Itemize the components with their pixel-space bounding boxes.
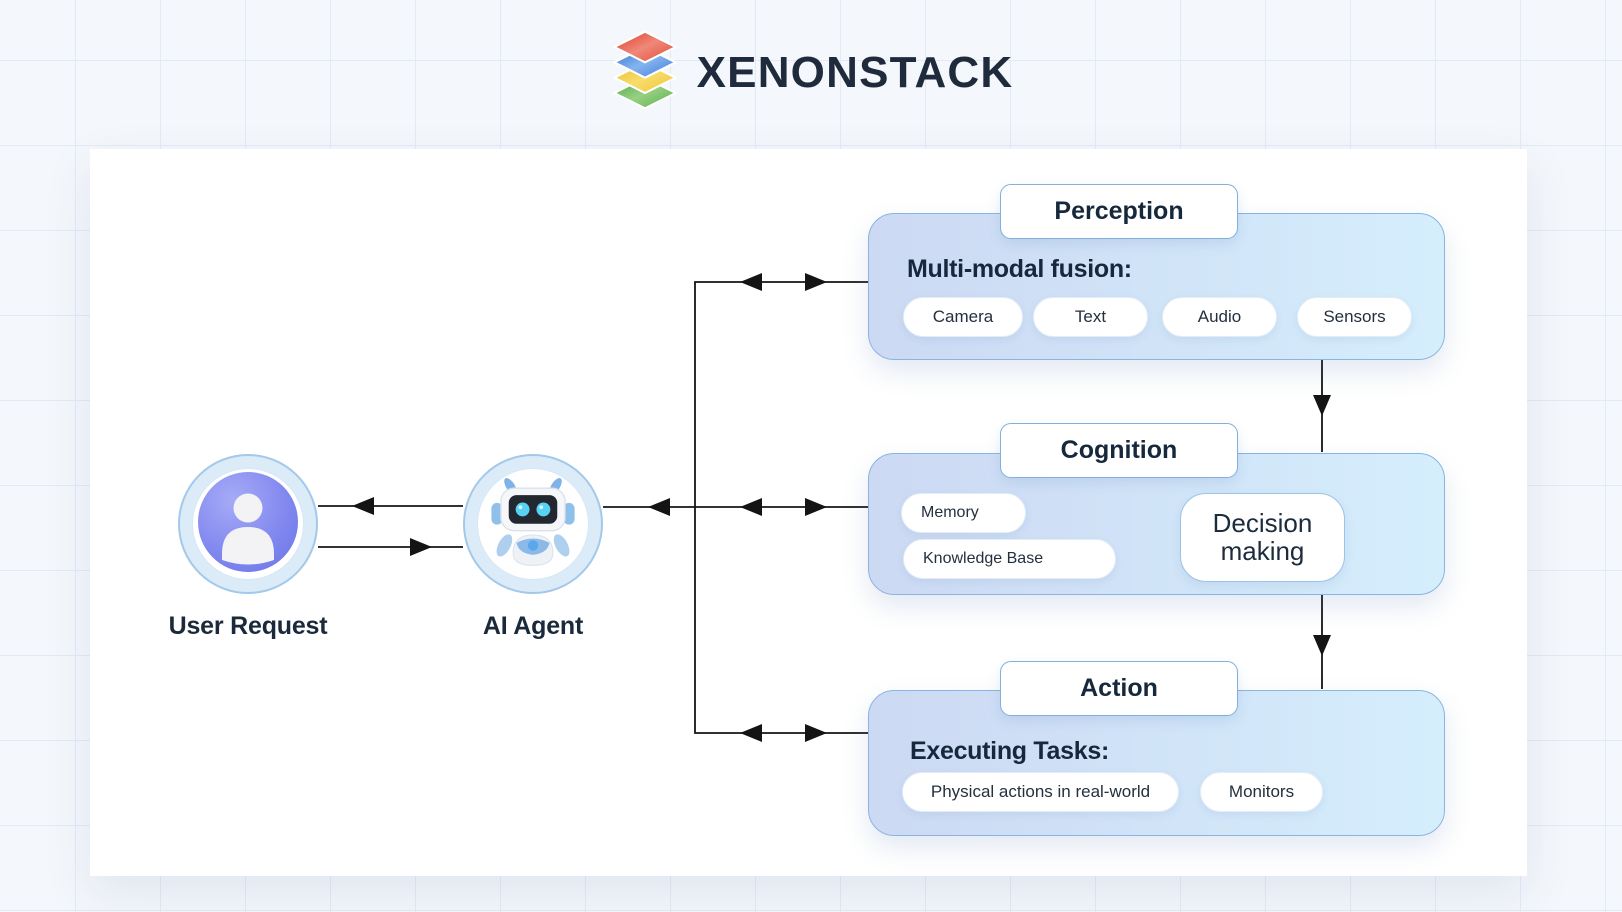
user-request-inner-circle xyxy=(192,468,304,580)
ai-agent-node xyxy=(463,454,603,594)
brand-header: XENONSTACK xyxy=(0,30,1622,115)
pill-text: Text xyxy=(1033,297,1148,337)
user-request-node xyxy=(178,454,318,594)
decision-making-label: Decision making xyxy=(1212,508,1313,566)
pill-monitors: Monitors xyxy=(1200,772,1323,812)
pill-memory: Memory xyxy=(901,493,1026,533)
pill-camera: Camera xyxy=(903,297,1023,337)
brand-wordmark: XENONSTACK xyxy=(696,47,1014,97)
perception-heading: Multi-modal fusion: xyxy=(907,255,1132,283)
user-icon xyxy=(198,471,298,577)
ai-agent-inner-circle xyxy=(477,468,589,580)
pill-physical-actions: Physical actions in real-world xyxy=(902,772,1179,812)
robot-icon xyxy=(481,470,585,579)
pill-knowledge-base: Knowledge Base xyxy=(903,539,1116,579)
action-heading: Executing Tasks: xyxy=(910,737,1109,765)
pill-sensors: Sensors xyxy=(1297,297,1412,337)
xenonstack-logo-icon xyxy=(609,30,681,115)
pill-audio: Audio xyxy=(1162,297,1277,337)
cognition-title: Cognition xyxy=(1000,423,1238,478)
perception-title: Perception xyxy=(1000,184,1238,239)
action-title: Action xyxy=(1000,661,1238,716)
decision-making-box: Decision making xyxy=(1180,493,1345,582)
user-request-label: User Request xyxy=(168,612,328,640)
ai-agent-label: AI Agent xyxy=(482,612,584,640)
